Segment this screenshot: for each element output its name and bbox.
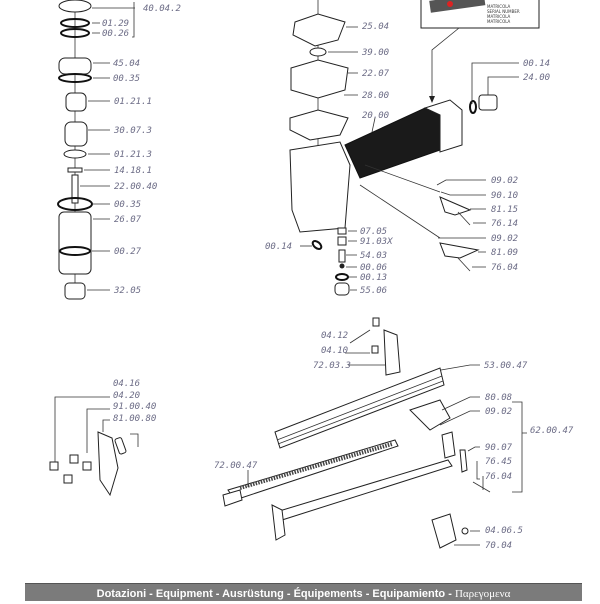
plate-text: MATRICOLA — [487, 19, 511, 24]
part-label: 00.27 — [114, 247, 142, 257]
part-label: 24.00 — [523, 73, 550, 83]
part-label: 76.04 — [491, 263, 518, 273]
footer-text: Dotazioni - Equipment - Ausrüstung - Équ… — [96, 588, 455, 600]
part-label: 09.02 — [485, 407, 512, 417]
part-label: 04.16 — [113, 379, 140, 389]
part-label: 90.10 — [491, 191, 518, 201]
magazine-assembly — [222, 317, 527, 549]
nose-plate — [49, 396, 139, 497]
part-label: 81.00.80 — [113, 414, 156, 424]
tool-body — [289, 0, 519, 296]
equipment-footer-bar: Dotazioni - Equipment - Ausrüstung - Équ… — [25, 583, 582, 601]
part-label: 90.07 — [485, 443, 513, 453]
part-label: 00.06 — [360, 263, 387, 273]
part-label: 30.07.3 — [113, 126, 152, 136]
part-label: 91.00.40 — [113, 402, 156, 412]
part-label: 01.21.1 — [114, 97, 152, 107]
part-label: 81.15 — [491, 205, 518, 215]
part-label: 09.02 — [491, 176, 518, 186]
part-label: 72.00.47 — [214, 461, 258, 471]
part-label: 04.10 — [321, 346, 348, 356]
part-label: 40.04.2 — [143, 4, 181, 14]
part-label: 25.04 — [362, 22, 389, 32]
footer-greek-text: Παρεγομενα — [454, 588, 511, 600]
part-label: 04.20 — [113, 391, 140, 401]
part-label: 09.02 — [491, 234, 518, 244]
plate-text: MATRICOLA — [487, 4, 511, 9]
part-label: 76.04 — [485, 472, 512, 482]
part-label: 53.00.47 — [484, 361, 528, 371]
part-label: 01.21.3 — [114, 150, 152, 160]
part-label: 55.06 — [360, 286, 387, 296]
part-label: 00.14 — [523, 59, 550, 69]
part-label: 32.05 — [113, 286, 141, 296]
part-label: 14.18.1 — [114, 166, 152, 176]
left-column-labels: 40.04.2 01.29 00.26 45.04 00.35 01.21.1 … — [102, 4, 181, 296]
part-label: 80.08 — [485, 393, 512, 403]
part-label: 22.00.40 — [114, 182, 157, 192]
part-label: 00.13 — [360, 273, 387, 283]
part-label: 76.45 — [485, 457, 512, 467]
part-label: 81.09 — [491, 248, 518, 258]
part-label: 26.07 — [114, 215, 142, 225]
part-label: 76.14 — [491, 219, 518, 229]
plate-text: MATRICOLA — [487, 14, 511, 19]
part-label: 45.04 — [113, 59, 140, 69]
part-label: 70.04 — [485, 541, 512, 551]
part-label: 20.00 — [362, 111, 389, 121]
part-label: 00.35 — [113, 74, 140, 84]
part-label: 54.03 — [360, 251, 387, 261]
part-label: 22.07 — [362, 69, 390, 79]
part-label: 72.03.3 — [313, 361, 351, 371]
part-label: 04.12 — [321, 331, 348, 341]
plate-text: SERIAL NUMBER — [487, 9, 520, 14]
body-labels: 25.04 39.00 22.07 28.00 20.00 00.14 24.0… — [265, 22, 550, 296]
part-label: 00.35 — [114, 200, 141, 210]
part-label: 39.00 — [361, 48, 389, 58]
serial-plate: MATRICOLA SERIAL NUMBER MATRICOLA MATRIC… — [420, 0, 540, 103]
part-label: 62.00.47 — [530, 426, 574, 436]
nose-labels: 04.16 04.20 91.00.40 81.00.80 — [113, 379, 156, 424]
part-label: 91.03X — [360, 237, 393, 247]
magazine-labels: 04.12 04.10 72.03.3 53.00.47 80.08 09.02… — [214, 331, 574, 551]
part-label: 00.14 — [265, 242, 292, 252]
part-label: 07.05 — [360, 227, 387, 237]
part-label: 01.29 — [102, 19, 129, 29]
cylinder-assembly — [57, 0, 135, 300]
part-label: 04.06.5 — [485, 526, 523, 536]
part-label: 28.00 — [362, 91, 389, 101]
part-label: 00.26 — [102, 29, 129, 39]
